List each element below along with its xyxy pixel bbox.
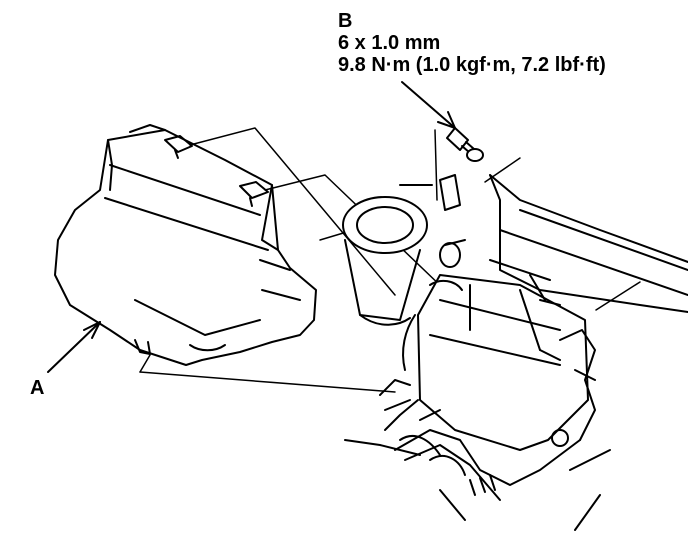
ecm-assembly	[379, 174, 596, 501]
intake-duct	[342, 196, 428, 326]
body-panels	[399, 174, 688, 313]
arrow-b	[401, 81, 456, 129]
callout-b-letter: B	[338, 10, 353, 32]
arrow-a	[47, 321, 101, 373]
lower-lines	[344, 439, 611, 531]
cover-a	[54, 124, 317, 366]
bolt-b	[446, 127, 484, 162]
callout-a-letter: A	[30, 377, 45, 399]
callout-b-torque: 9.8 N·m (1.0 kgf·m, 7.2 lbf·ft)	[338, 54, 606, 76]
callout-b-bolt-size: 6 x 1.0 mm	[338, 32, 441, 54]
callout-b: B 6 x 1.0 mm 9.8 N·m (1.0 kgf·m, 7.2 lbf…	[338, 10, 606, 76]
